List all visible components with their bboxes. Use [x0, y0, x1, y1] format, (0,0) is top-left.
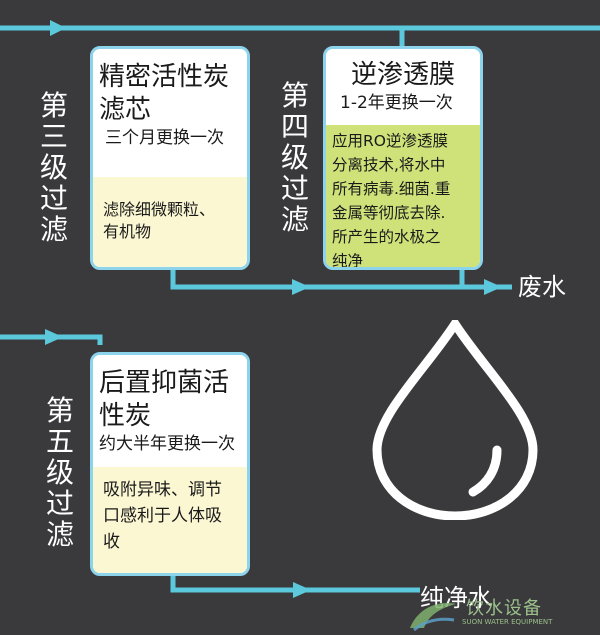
flow-arrow-icon	[292, 279, 310, 295]
stage5-body-line: 口感利于人体吸	[103, 506, 222, 526]
watermark-text: 饮水设备	[466, 598, 542, 619]
stage3-subtitle: 三个月更换一次	[105, 128, 224, 148]
stage3-title-line1: 精密活性炭	[99, 62, 230, 92]
stage5-body-line: 吸附异味、调节	[103, 480, 222, 500]
flow-arrow-icon	[293, 582, 311, 598]
watermark-subtext: SUON WATER EQUIPMENT	[462, 618, 553, 626]
stage3-title-line2: 滤芯	[99, 95, 152, 125]
flow-arrow-icon	[484, 279, 502, 295]
stage4-body-line: 金属等彻底去除.	[332, 204, 446, 222]
flow-arrow-icon	[50, 20, 66, 36]
stage4-body-line: 应用RO逆渗透膜	[332, 132, 448, 150]
stage5-card: 后置抑菌活 性炭 约大半年更换一次 吸附异味、调节 口感利于人体吸 收	[90, 352, 250, 576]
stage5-body: 吸附异味、调节 口感利于人体吸 收	[93, 467, 247, 561]
stage4-body-line: 所有病毒.细菌.重	[332, 180, 451, 198]
waste-water-label: 废水	[518, 273, 566, 301]
water-drop-icon	[372, 320, 538, 520]
stage3-card: 精密活性炭 滤芯 三个月更换一次 滤除细微颗粒、 有机物	[90, 46, 250, 270]
stage4-card: 逆渗透膜 1-2年更换一次 应用RO逆渗透膜 分离技术,将水中 所有病毒.细菌.…	[323, 46, 483, 270]
stage5-side-label: 第五级过滤	[45, 394, 74, 551]
stage4-body: 应用RO逆渗透膜 分离技术,将水中 所有病毒.细菌.重 金属等彻底去除. 所产生…	[326, 125, 480, 270]
stage4-side-label: 第四级过滤	[280, 79, 309, 236]
stage4-title: 逆渗透膜	[350, 60, 455, 90]
stage5-title-line2: 性炭	[99, 401, 152, 431]
stage5-body-line: 收	[103, 532, 120, 552]
stage4-subtitle: 1-2年更换一次	[340, 93, 453, 113]
water-wave-logo-icon	[410, 603, 456, 632]
stage4-body-line: 所产生的水极之	[332, 228, 441, 246]
stage3-body-line: 有机物	[103, 222, 152, 241]
stage5-subtitle: 约大半年更换一次	[99, 434, 235, 454]
stage5-title-line1: 后置抑菌活	[99, 368, 230, 398]
stage3-body-line: 滤除细微颗粒、	[103, 200, 216, 219]
flow-arrow-icon	[45, 329, 63, 345]
stage3-side-label: 第三级过滤	[39, 89, 68, 246]
stage3-body: 滤除细微颗粒、 有机物	[93, 177, 247, 249]
stage4-body-line: 分离技术,将水中	[332, 156, 446, 174]
stage4-body-line: 纯净	[332, 252, 364, 270]
